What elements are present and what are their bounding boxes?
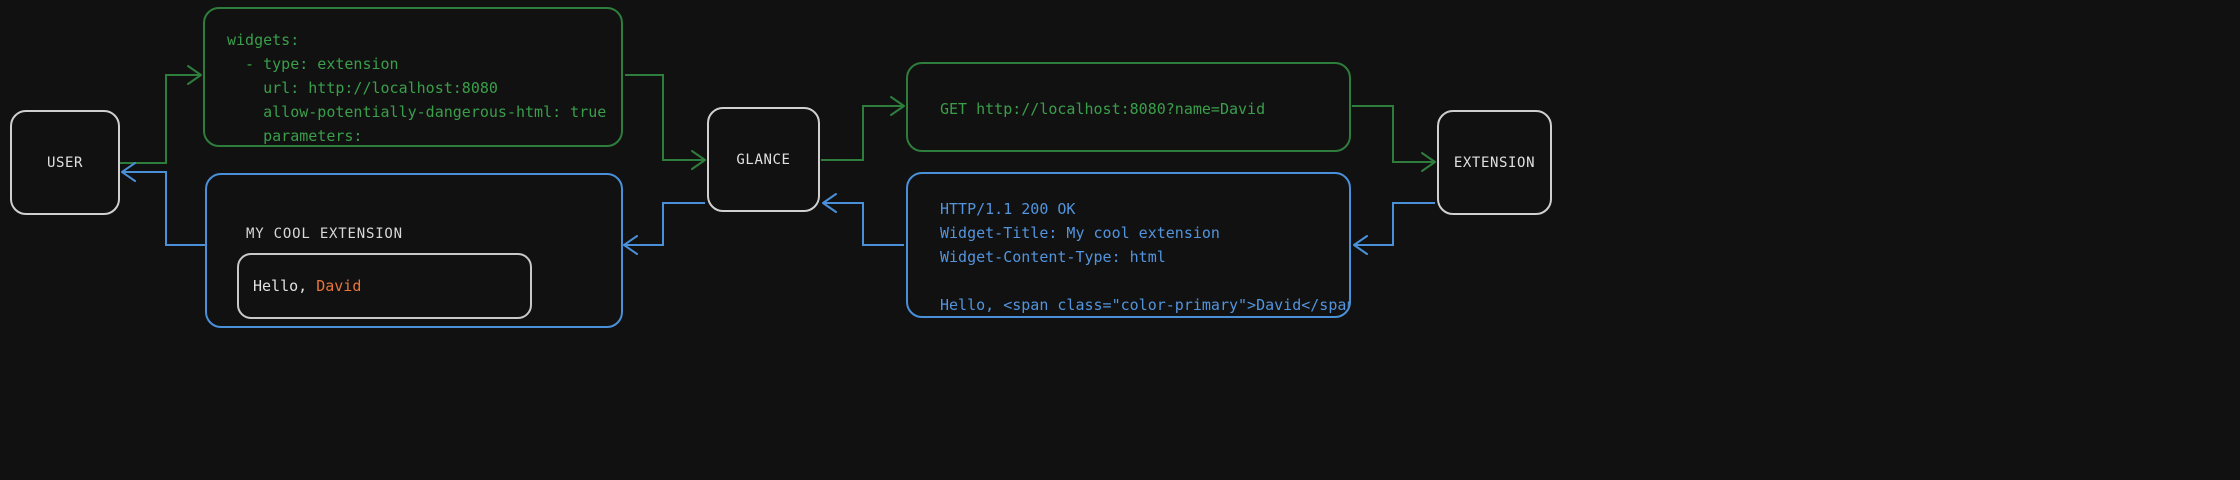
widget-preview-greeting-prefix: Hello, bbox=[253, 277, 317, 295]
widget-preview-body: Hello, David bbox=[237, 253, 532, 319]
node-user[interactable]: USER bbox=[10, 110, 120, 215]
edge-glance-to-http-request bbox=[821, 96, 905, 161]
panel-config: widgets: - type: extension url: http://l… bbox=[203, 7, 623, 147]
node-extension-label: EXTENSION bbox=[1453, 154, 1536, 171]
edge-widget-preview-to-user bbox=[121, 162, 205, 246]
widget-preview-title: MY COOL EXTENSION bbox=[246, 226, 403, 242]
panel-http-request-code: GET http://localhost:8080?name=David bbox=[940, 100, 1266, 118]
panel-widget-preview: MY COOL EXTENSION Hello, David bbox=[205, 173, 623, 328]
edge-http-response-to-glance bbox=[822, 193, 904, 246]
edge-extension-to-http-response bbox=[1353, 202, 1435, 255]
edge-user-to-config bbox=[120, 65, 202, 164]
node-extension[interactable]: EXTENSION bbox=[1437, 110, 1552, 215]
panel-http-response: HTTP/1.1 200 OK Widget-Title: My cool ex… bbox=[906, 172, 1351, 318]
edge-config-to-glance bbox=[625, 74, 706, 170]
panel-config-code: widgets: - type: extension url: http://l… bbox=[227, 31, 607, 145]
node-glance[interactable]: GLANCE bbox=[707, 107, 820, 212]
panel-http-request: GET http://localhost:8080?name=David bbox=[906, 62, 1351, 152]
widget-preview-greeting-name: David bbox=[316, 277, 362, 295]
node-user-label: USER bbox=[46, 154, 84, 171]
node-glance-label: GLANCE bbox=[736, 151, 791, 168]
edge-http-request-to-extension bbox=[1352, 105, 1436, 172]
panel-http-response-code: HTTP/1.1 200 OK Widget-Title: My cool ex… bbox=[940, 200, 1351, 314]
edge-glance-to-widget-preview bbox=[623, 202, 705, 255]
widget-preview-greeting: Hello, David bbox=[239, 277, 361, 295]
